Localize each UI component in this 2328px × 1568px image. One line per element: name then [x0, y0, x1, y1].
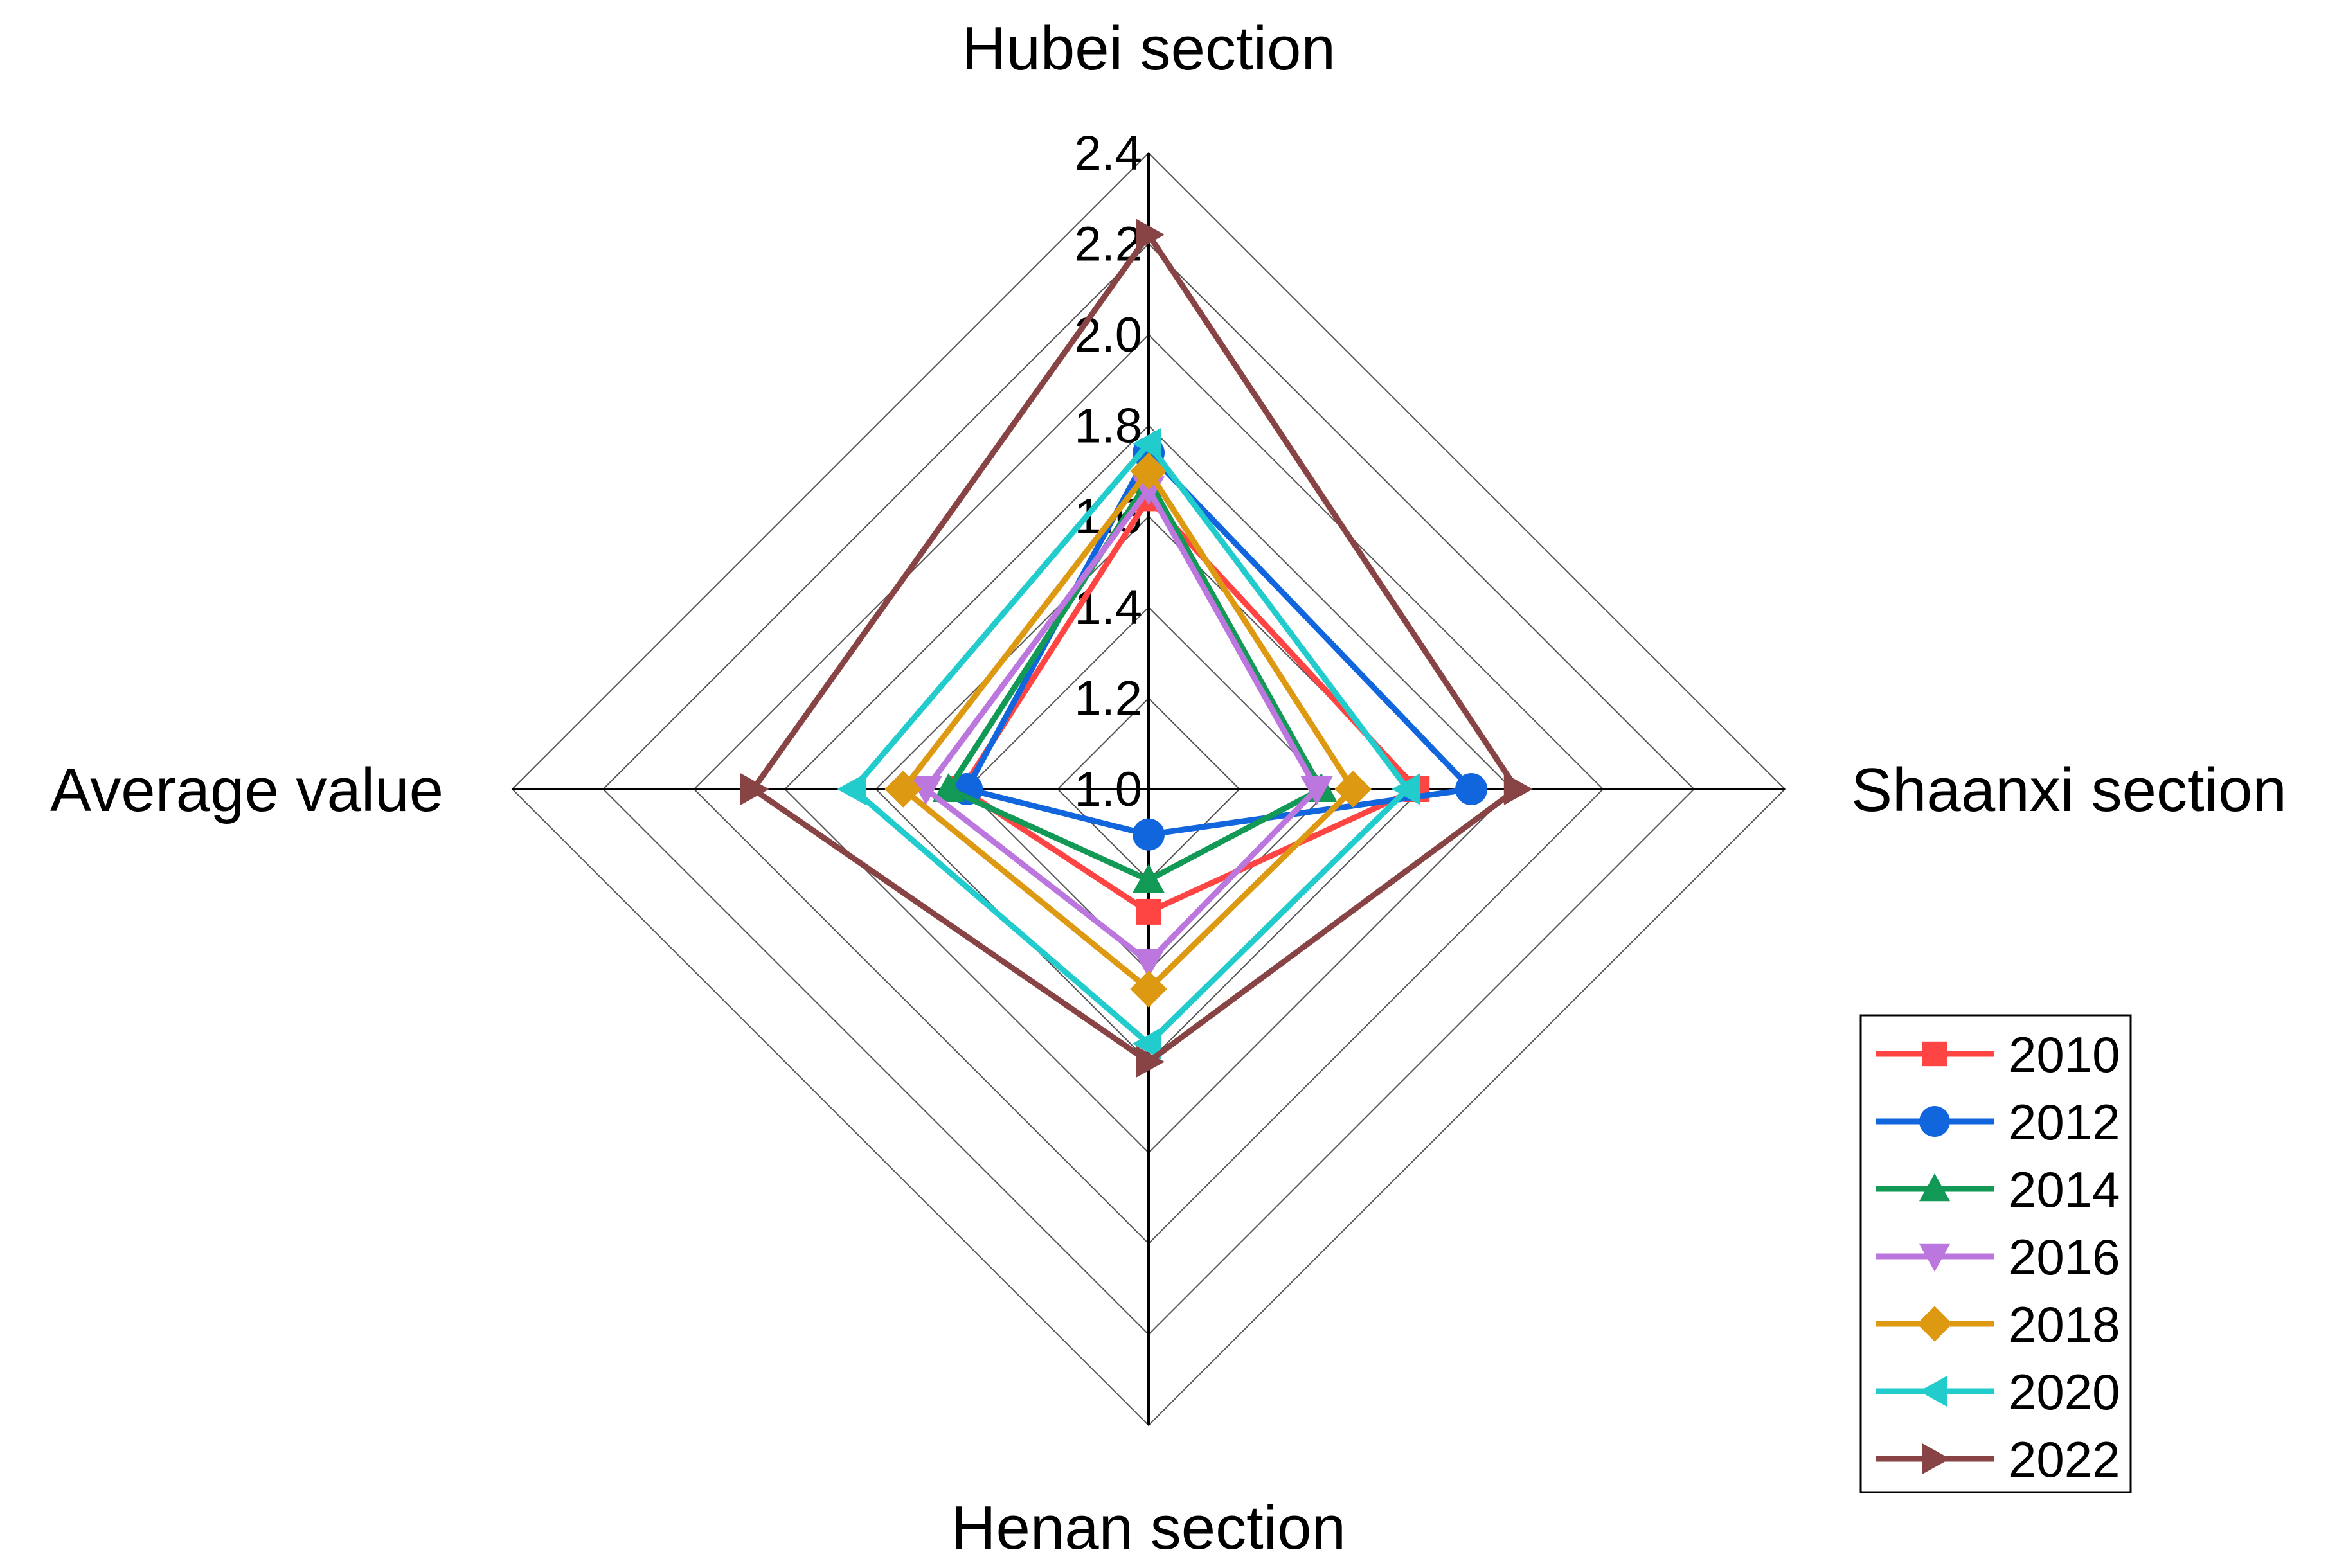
- data-point: [1133, 1028, 1161, 1060]
- legend-label: 2016: [2009, 1229, 2120, 1285]
- legend-marker: [1922, 1443, 1950, 1474]
- legend-item-2016: 2016: [1876, 1229, 2120, 1285]
- data-point: [1334, 771, 1372, 808]
- axis-label-average: Average value: [50, 756, 443, 824]
- data-point: [909, 776, 942, 805]
- series-2018: [884, 452, 1372, 1008]
- radar-spokes: [512, 153, 1785, 1425]
- data-point: [1130, 970, 1167, 1008]
- tick-label: 2.2: [1074, 217, 1142, 271]
- series-2022: [740, 218, 1533, 1078]
- radar-series: [740, 218, 1533, 1078]
- legend-label: 2012: [2009, 1094, 2120, 1150]
- axis-label-henan: Henan section: [951, 1493, 1346, 1562]
- data-point: [1136, 218, 1165, 251]
- legend-marker: [1919, 1106, 1950, 1137]
- tick-label: 1.2: [1074, 672, 1142, 726]
- series-2016: [909, 476, 1333, 978]
- data-point: [1133, 864, 1165, 893]
- legend-marker: [1922, 1041, 1947, 1067]
- legend-marker: [1919, 1173, 1950, 1202]
- tick-label: 2.0: [1074, 308, 1142, 362]
- data-point: [1300, 776, 1333, 805]
- legend-label: 2020: [2009, 1364, 2120, 1420]
- data-point: [1133, 949, 1165, 978]
- legend: 2010 2012 2014 2016 2018 2020 2022: [1859, 1014, 2132, 1493]
- axis-label-shaanxi: Shaanxi section: [1851, 756, 2287, 824]
- data-point: [1455, 773, 1488, 805]
- tick-label: 2.4: [1074, 126, 1142, 181]
- data-point: [837, 773, 866, 805]
- legend-marker: [1919, 1243, 1950, 1272]
- data-point: [1133, 427, 1161, 460]
- data-point: [1503, 773, 1533, 805]
- legend-marker: [1917, 1306, 1953, 1342]
- legend-label: 2010: [2009, 1026, 2120, 1083]
- tick-label: 1.0: [1074, 762, 1142, 817]
- radial-tick-labels: 1.01.21.41.61.82.02.22.4: [1074, 126, 1142, 817]
- data-point: [884, 771, 922, 808]
- tick-label: 1.4: [1074, 580, 1142, 635]
- series-2020: [837, 427, 1421, 1060]
- tick-label: 1.8: [1074, 398, 1142, 453]
- legend-label: 2014: [2009, 1161, 2120, 1218]
- legend-label: 2022: [2009, 1431, 2120, 1488]
- legend-label: 2018: [2009, 1296, 2120, 1353]
- data-point: [932, 773, 965, 802]
- legend-item-2012: 2012: [1876, 1094, 2120, 1150]
- legend-item-2022: 2022: [1876, 1431, 2120, 1488]
- data-point: [1392, 773, 1421, 805]
- legend-item-2018: 2018: [1876, 1296, 2120, 1353]
- data-point: [740, 773, 769, 805]
- legend-marker: [1919, 1376, 1947, 1407]
- data-point: [1130, 452, 1167, 490]
- data-point: [1136, 1046, 1165, 1078]
- data-point: [1136, 898, 1161, 925]
- data-point: [1133, 818, 1165, 851]
- legend-item-2020: 2020: [1876, 1364, 2120, 1420]
- legend-item-2014: 2014: [1876, 1161, 2120, 1218]
- legend-item-2010: 2010: [1876, 1026, 2120, 1083]
- axis-label-hubei: Hubei section: [962, 14, 1336, 83]
